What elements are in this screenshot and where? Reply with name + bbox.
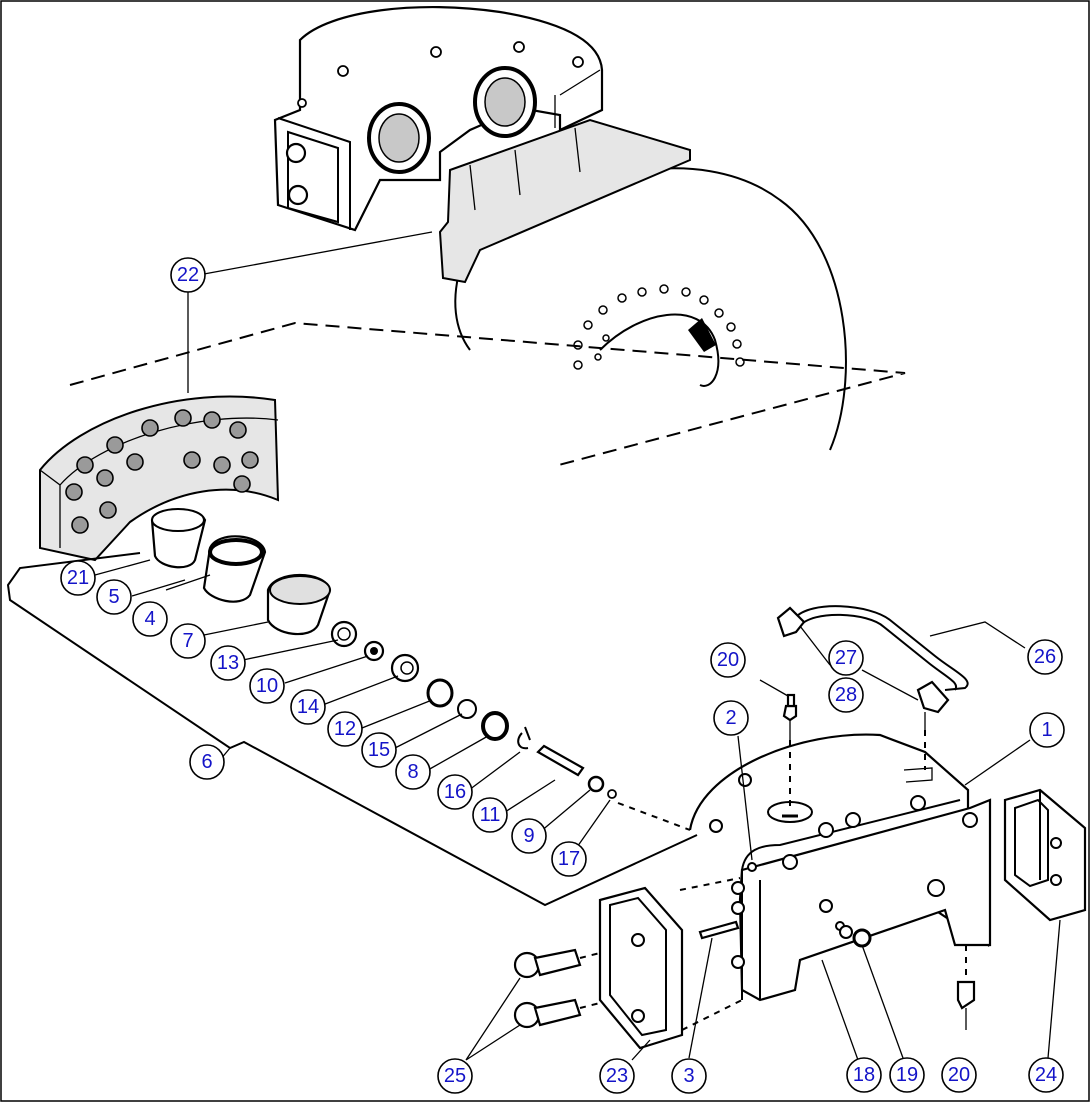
callout-23: 23 <box>599 1058 635 1094</box>
dowel-pin <box>698 920 740 940</box>
callout-21-label: 21 <box>67 567 89 589</box>
callout-25-label: 25 <box>444 1065 466 1087</box>
leader-lines <box>94 559 1061 1061</box>
callout-11-label: 11 <box>480 804 501 826</box>
callout-24: 24 <box>1028 1057 1064 1093</box>
callout-18: 18 <box>846 1057 882 1093</box>
callout-5: 5 <box>96 579 132 615</box>
callout-13: 13 <box>210 645 246 681</box>
callout-28-label: 28 <box>835 684 857 706</box>
callout-9-label: 9 <box>523 825 534 847</box>
callout-20-top: 20 <box>710 642 746 678</box>
group-bracket-6 <box>6 552 698 907</box>
nut-19 <box>852 928 872 948</box>
callout-17: 17 <box>551 841 587 877</box>
callout-20-bottom: 20 <box>941 1057 977 1093</box>
callout-5-label: 5 <box>108 586 119 608</box>
callout-28: 28 <box>828 677 864 713</box>
assembled-caliper-illustration <box>273 5 847 451</box>
callout-22: 22 <box>170 257 206 293</box>
callout-25: 25 <box>437 1058 473 1094</box>
callout-4: 4 <box>132 601 168 637</box>
piston-hardware-illustration <box>150 508 617 799</box>
callout-14-label: 14 <box>297 696 319 718</box>
mounting-plane-outline <box>69 321 906 467</box>
bolts-illustration <box>513 948 601 1029</box>
brake-pad-illustration <box>39 395 280 562</box>
callout-3-label: 3 <box>683 1065 694 1087</box>
callout-21: 21 <box>60 560 96 596</box>
callout-4-label: 4 <box>144 608 155 630</box>
callout-14: 14 <box>290 689 326 725</box>
caliper-housing-illustration <box>688 733 992 1002</box>
callout-19-label: 19 <box>896 1064 918 1086</box>
callout-7: 7 <box>170 623 206 659</box>
callout-1-label: 1 <box>1041 719 1052 741</box>
callout-19: 19 <box>889 1057 925 1093</box>
washer-18 <box>839 925 853 939</box>
callout-3: 3 <box>671 1058 707 1094</box>
callout-22-label: 22 <box>177 264 199 286</box>
shim-plate-illustration <box>1003 788 1087 922</box>
callout-15-label: 15 <box>368 739 390 761</box>
callout-10: 10 <box>249 668 285 704</box>
callout-16-label: 16 <box>444 781 466 803</box>
leader-22 <box>187 231 433 393</box>
cover-plate-illustration <box>598 886 684 1050</box>
brake-line-assembly <box>776 605 969 770</box>
callout-16: 16 <box>437 774 473 810</box>
callout-24-label: 24 <box>1035 1064 1057 1086</box>
callout-2: 2 <box>713 700 749 736</box>
callout-23-label: 23 <box>606 1065 628 1087</box>
bleeder-fitting-top <box>782 693 798 812</box>
callout-20-top-label: 20 <box>717 649 739 671</box>
callout-20-bottom-label: 20 <box>948 1064 970 1086</box>
callout-8: 8 <box>395 754 431 790</box>
callout-17-label: 17 <box>558 848 580 870</box>
callout-8-label: 8 <box>407 761 418 783</box>
callout-2-label: 2 <box>725 707 736 729</box>
callout-12-label: 12 <box>334 718 356 740</box>
bleeder-fitting-bottom <box>956 945 976 1030</box>
callout-27: 27 <box>828 640 864 676</box>
callout-11: 11 <box>472 797 508 833</box>
callout-18-label: 18 <box>853 1064 875 1086</box>
callout-13-label: 13 <box>217 652 239 674</box>
callout-6: 6 <box>189 744 225 780</box>
callout-10-label: 10 <box>256 675 278 697</box>
callout-27-label: 27 <box>835 647 857 669</box>
callout-7-label: 7 <box>182 630 193 652</box>
callout-1: 1 <box>1029 712 1065 748</box>
callout-26: 26 <box>1027 639 1063 675</box>
callout-15: 15 <box>361 732 397 768</box>
callout-9: 9 <box>511 818 547 854</box>
callout-26-label: 26 <box>1034 646 1056 668</box>
callout-6-label: 6 <box>201 751 212 773</box>
callout-12: 12 <box>327 711 363 747</box>
